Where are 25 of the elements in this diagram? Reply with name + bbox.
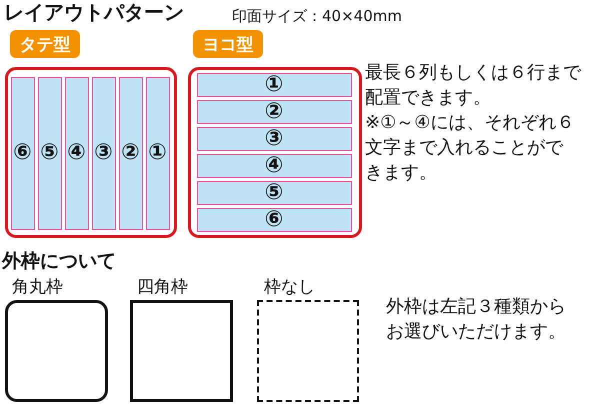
type-tag: ヨコ型 xyxy=(193,30,263,58)
layout-frame xyxy=(188,67,362,238)
description-text: 最長６列もしくは６行まで配置できます。 xyxy=(365,61,582,110)
column-strip: ② xyxy=(118,76,142,230)
print-size-note: 印面サイズ：40×40mm xyxy=(232,6,402,27)
column-strip: ① xyxy=(146,76,170,230)
column-strip: ⑥ xyxy=(10,76,34,230)
row-strip: ⑥ xyxy=(196,208,352,232)
row-strip: ⑤ xyxy=(196,180,352,204)
page-title: レイアウトパターン xyxy=(4,0,184,24)
frame-label: 枠なし xyxy=(264,276,315,298)
column-strip: ③ xyxy=(92,76,116,230)
row-strip: ③ xyxy=(196,126,352,150)
type-tag: タテ型 xyxy=(10,30,80,58)
frame-label: 角丸枠 xyxy=(12,276,63,298)
section-heading: 外枠について xyxy=(2,250,116,272)
row-strip: ② xyxy=(196,100,352,124)
layout-frame xyxy=(5,67,177,238)
column-strip: ⑤ xyxy=(38,76,62,230)
column-strip: ④ xyxy=(64,76,88,230)
description-text: 外枠は左記３種類からお選びいただけます。 xyxy=(386,295,567,344)
row-strip: ④ xyxy=(196,154,352,178)
frame-label: 四角枠 xyxy=(137,276,188,298)
note-text: ※①～④には、それぞれ６文字まで入れることができます。 xyxy=(365,111,575,185)
row-strip: ① xyxy=(196,72,352,96)
